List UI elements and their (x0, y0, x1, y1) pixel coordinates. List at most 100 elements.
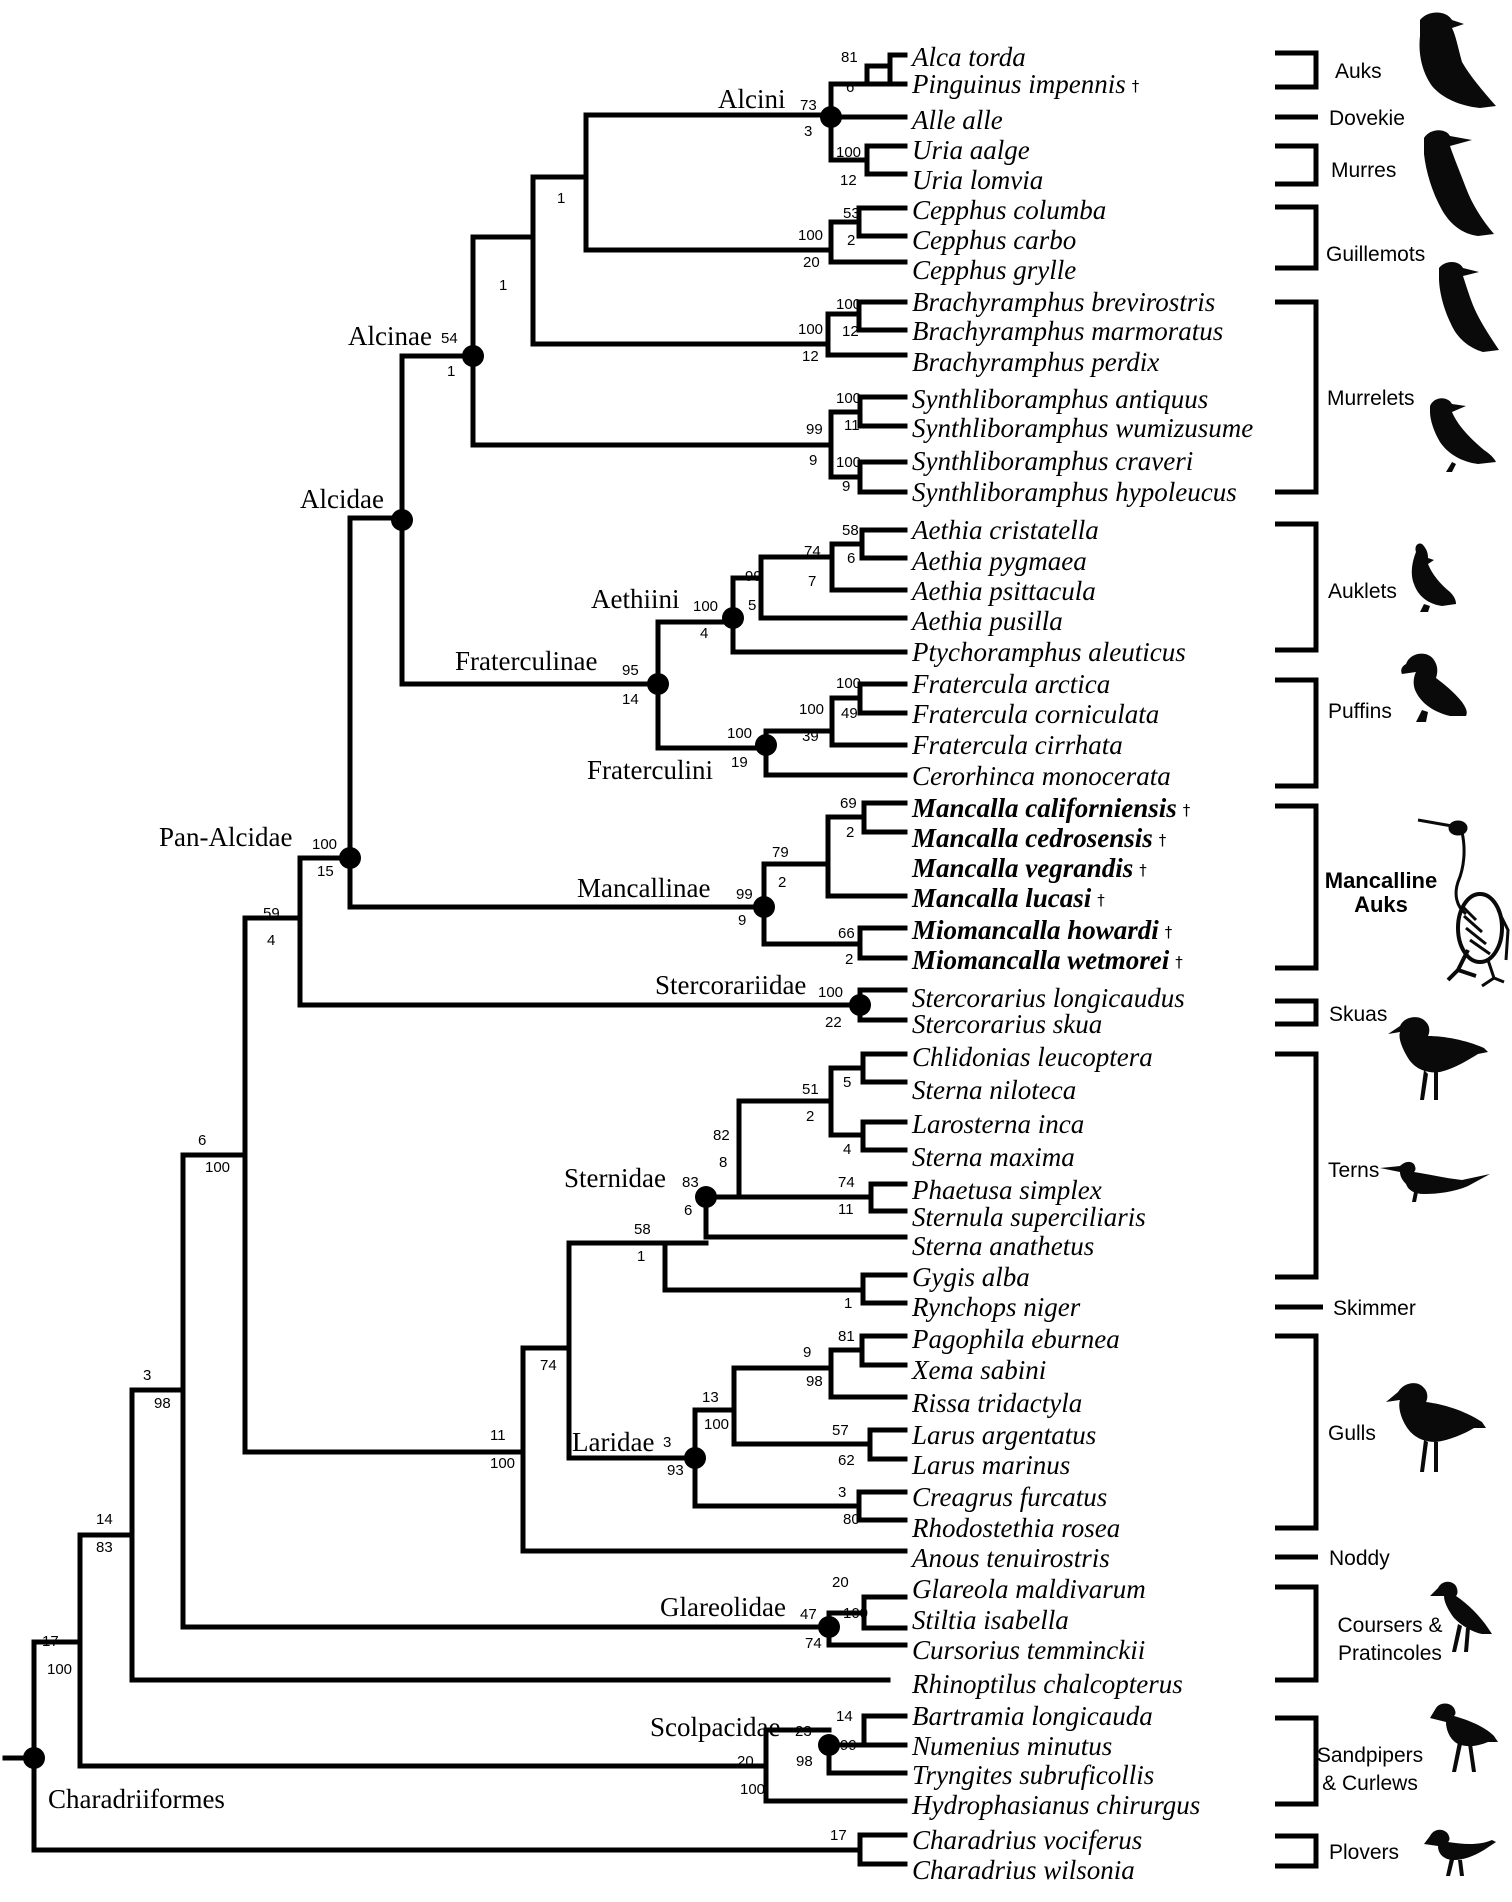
group-label-guillemots: Guillemots (1326, 243, 1425, 266)
taxon-name: Alca torda (910, 42, 1026, 72)
taxon-name: Cursorius temminckii (912, 1635, 1145, 1665)
support-value: 5 (843, 1074, 851, 1091)
taxon-name: Phaetusa simplex (911, 1175, 1102, 1205)
taxon-label: Phaetusa simplex (911, 1175, 1102, 1205)
support-value: 99 (840, 1737, 857, 1754)
murrelet-silhouette (1430, 398, 1496, 472)
support-value: 14 (836, 1708, 853, 1725)
bracket-plovers (1275, 1833, 1319, 1869)
taxon-name: Rynchops niger (911, 1292, 1081, 1322)
support-value: 22 (825, 1014, 842, 1031)
taxon-name: Alle alle (910, 105, 1003, 135)
taxon-label: Fratercula arctica (911, 669, 1110, 699)
sandpiper-silhouette (1430, 1703, 1498, 1772)
taxon-label: Uria lomvia (912, 165, 1043, 195)
support-value: 100 (798, 227, 823, 244)
taxon-label: Synthliboramphus wumizusume (912, 413, 1253, 443)
taxon-label: Cursorius temminckii (912, 1635, 1145, 1665)
support-value: 99 (806, 421, 823, 438)
taxon-label: Tryngites subruficollis (912, 1760, 1154, 1790)
support-value: 98 (806, 1373, 823, 1390)
taxon-label: Stiltia isabella (912, 1605, 1069, 1635)
taxon-label: Rissa tridactyla (911, 1388, 1082, 1418)
plover-silhouette (1424, 1829, 1496, 1876)
support-value: 9 (738, 912, 746, 929)
clade-label-alcini: Alcini (718, 84, 786, 114)
taxon-label: Aethia pygmaea (910, 546, 1087, 576)
skua-silhouette (1388, 1017, 1488, 1100)
support-value: 5 (748, 597, 756, 614)
support-value: 4 (843, 1141, 851, 1158)
group-label-terns: Terns (1328, 1159, 1379, 1182)
taxon-name: Rhinoptilus chalcopterus (911, 1669, 1183, 1699)
taxon-name: Chlidonias leucoptera (912, 1042, 1153, 1072)
group-brackets (1275, 50, 1323, 1869)
support-value: 6 (198, 1132, 206, 1149)
support-value: 100 (836, 296, 861, 313)
support-value: 73 (800, 97, 817, 114)
node-dot (684, 1447, 706, 1469)
taxon-name: Rhodostethia rosea (911, 1513, 1120, 1543)
support-value: 2 (778, 874, 786, 891)
extinct-dagger-icon: † (1183, 801, 1191, 819)
taxon-name: Larosterna inca (911, 1109, 1084, 1139)
mancalla-skeleton (1417, 818, 1510, 988)
support-value: 100 (727, 725, 752, 742)
taxon-name: Numenius minutus (911, 1731, 1112, 1761)
taxon-label: Miomancalla wetmorei† (911, 945, 1183, 975)
taxon-label: Mancalla lucasi† (911, 883, 1105, 913)
clade-label-pan-alcidae: Pan-Alcidae (159, 822, 292, 852)
taxon-name: Creagrus furcatus (912, 1482, 1107, 1512)
node-dot (391, 509, 413, 531)
clade-labels: Alcini Alcinae Alcidae Aethiini Fratercu… (48, 84, 806, 1814)
support-value: 11 (844, 417, 860, 434)
bracket-murres (1275, 143, 1319, 187)
taxon-label: Synthliboramphus antiquus (912, 384, 1208, 414)
support-value: 47 (800, 1606, 817, 1623)
support-value: 98 (154, 1395, 171, 1412)
support-value: 4 (267, 932, 275, 949)
taxon-name: Fratercula arctica (911, 669, 1110, 699)
taxon-name: Charadrius wilsonia (912, 1855, 1135, 1885)
support-value: 74 (805, 1635, 822, 1652)
taxon-label: Brachyramphus brevirostris (912, 287, 1215, 317)
support-value: 20 (832, 1574, 849, 1591)
support-value: 82 (713, 1127, 730, 1144)
bracket-murrelets (1275, 299, 1319, 495)
taxon-label: Cepphus carbo (912, 225, 1076, 255)
taxon-label: Rynchops niger (911, 1292, 1081, 1322)
support-value: 12 (842, 323, 859, 340)
support-value: 81 (838, 1328, 855, 1345)
taxon-name: Uria aalge (912, 135, 1030, 165)
taxon-name: Xema sabini (911, 1355, 1046, 1385)
support-value: 100 (836, 144, 861, 161)
support-value: 6 (847, 550, 855, 567)
taxon-name: Mancalla vegrandis (911, 853, 1133, 883)
group-label-sandpipers-curlews: Sandpipers& Curlews (1317, 1744, 1423, 1795)
group-label-auklets: Auklets (1328, 580, 1397, 603)
extinct-dagger-icon: † (1175, 953, 1183, 971)
support-value: 100 (836, 675, 861, 692)
taxon-name: Miomancalla howardi (911, 915, 1159, 945)
support-value: 3 (663, 1434, 671, 1451)
gull-silhouette (1386, 1383, 1486, 1472)
clade-label-alcidae: Alcidae (300, 484, 384, 514)
support-value: 2 (846, 824, 854, 841)
taxon-label: Glareola maldivarum (912, 1574, 1146, 1604)
node-dot (753, 896, 775, 918)
clade-label-glareolidae: Glareolidae (660, 1592, 786, 1622)
support-value: 58 (634, 1221, 651, 1238)
support-value: 100 (818, 984, 843, 1001)
support-value: 9 (803, 1344, 811, 1361)
support-value: 39 (802, 728, 819, 745)
taxon-label: Cerorhinca monocerata (912, 761, 1171, 791)
bracket-auklets (1275, 521, 1319, 653)
taxon-name: Uria lomvia (912, 165, 1043, 195)
taxon-name: Stercorarius skua (912, 1009, 1102, 1039)
taxon-name: Synthliboramphus hypoleucus (912, 477, 1237, 507)
taxon-label: Fratercula cirrhata (911, 730, 1123, 760)
taxon-label: Sternula superciliaris (912, 1202, 1146, 1232)
node-dot (755, 734, 777, 756)
